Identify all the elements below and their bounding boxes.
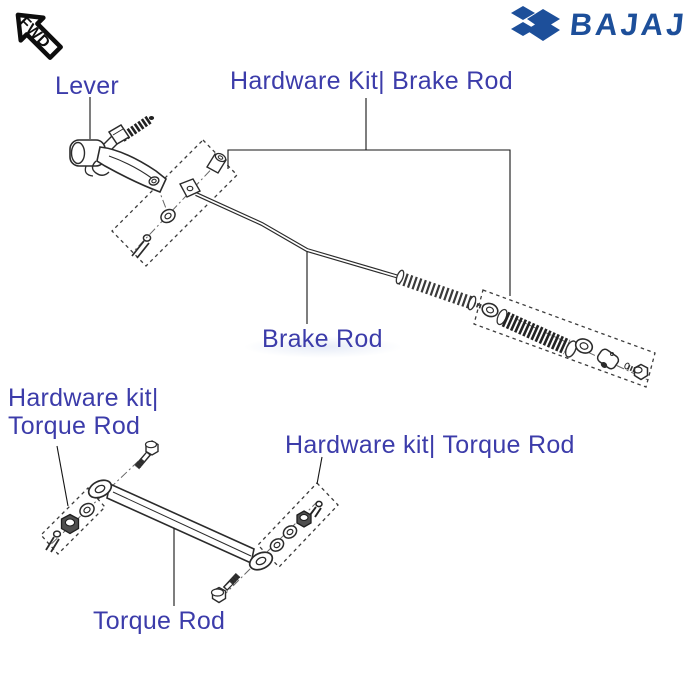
bajaj-logo: BAJAJ xyxy=(510,6,689,44)
label-torque-rod: Torque Rod xyxy=(93,607,226,635)
hardware-kit-torque-rod-box-left xyxy=(40,487,106,555)
adjuster-bolt xyxy=(624,362,649,381)
brake-rod-spring-section xyxy=(397,271,475,310)
cotter-pin xyxy=(309,500,323,518)
label-brake-rod: Brake Rod xyxy=(262,325,383,353)
leader-hardware-kit-torque-rod-left xyxy=(56,445,69,507)
torque-rod-hardware-left xyxy=(45,502,95,553)
spring xyxy=(501,311,571,355)
bajaj-emblem-icon xyxy=(511,6,561,41)
torque-rod-drawing xyxy=(87,440,274,604)
fwd-direction-badge: FWD xyxy=(2,1,78,69)
brake-rod-hardware-right xyxy=(481,302,649,381)
assembly-axes xyxy=(45,158,649,598)
cotter-pin xyxy=(45,530,62,553)
torque-rod-hardware-right xyxy=(269,500,323,552)
washer xyxy=(160,208,176,224)
leader-hardware-kit-torque-rod-right xyxy=(316,456,323,485)
fwd-arrow-icon: FWD xyxy=(15,12,63,60)
washer xyxy=(79,502,95,518)
leader-hardware-kit-brake-rod-branches xyxy=(227,149,511,296)
lever-drawing xyxy=(69,115,167,194)
leader-lines xyxy=(56,97,511,606)
torque-rod-right-eyelet xyxy=(248,551,274,571)
hardware-kit-brake-rod-box-right xyxy=(473,289,656,388)
label-hardware-kit-torque-rod-left-line2: Torque Rod xyxy=(8,412,141,440)
torque-rod-top-bolt xyxy=(134,440,159,470)
label-hardware-kit-brake-rod: Hardware Kit| Brake Rod xyxy=(230,67,513,95)
hex-nut xyxy=(60,513,80,535)
hex-nut xyxy=(296,510,312,528)
clevis-joint xyxy=(179,178,201,198)
washer xyxy=(282,525,298,539)
label-hardware-kit-torque-rod-right: Hardware kit| Torque Rod xyxy=(285,431,575,459)
label-lever: Lever xyxy=(55,72,120,100)
washer xyxy=(574,338,594,354)
cotter-pin xyxy=(131,234,152,259)
label-hardware-kit-torque-rod-left-line1: Hardware kit| xyxy=(8,384,159,412)
washer xyxy=(481,302,499,318)
brake-rod-hardware-left xyxy=(131,152,227,259)
torque-rod-left-eyelet xyxy=(87,479,113,499)
hardware-kit-brake-rod-box-left xyxy=(111,139,238,267)
washer xyxy=(269,538,285,552)
hardware-kit-boxes xyxy=(40,139,656,568)
trunnion-barrel xyxy=(596,348,620,370)
torque-rod-bottom-bolt xyxy=(210,572,241,604)
label-hardware-kit-torque-rod-left: Hardware kit| Torque Rod xyxy=(8,384,159,440)
brake-rod-drawing xyxy=(195,192,489,312)
